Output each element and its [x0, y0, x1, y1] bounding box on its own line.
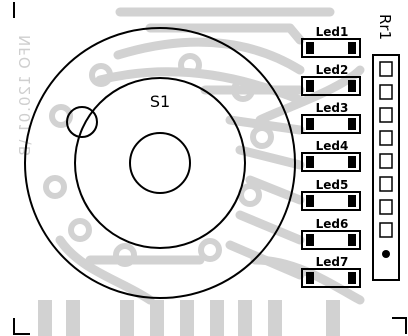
led-footprint: Led1 [301, 25, 361, 58]
led-footprint: Led4 [301, 139, 361, 172]
led-footprint: Led3 [301, 101, 361, 134]
rotary-switch [24, 27, 296, 299]
led-label: Led1 [316, 25, 349, 39]
led-footprint: Led6 [301, 217, 361, 250]
led-footprint: Led7 [301, 255, 361, 288]
resistor-network [372, 54, 400, 281]
led-label: Led6 [316, 217, 349, 231]
led-label: Led7 [316, 255, 349, 269]
led-label: Led3 [316, 101, 349, 115]
switch-middle-ring [74, 77, 246, 249]
pin1-marker [382, 250, 390, 258]
switch-outer-ring [24, 27, 296, 299]
background-pads [43, 53, 274, 267]
led-label: Led2 [316, 63, 349, 77]
led-column: Led1 Led2 Led3 Led4 Led5 Led6 [301, 25, 361, 288]
board-reference-text: NFO 120.01 \B [16, 35, 34, 157]
switch-label: S1 [150, 92, 170, 111]
led-footprint: Led5 [301, 178, 361, 211]
connector-fingers [38, 300, 340, 336]
switch-locating-pin [66, 106, 98, 138]
led-label: Led4 [316, 139, 349, 153]
switch-center-shaft [129, 132, 191, 194]
resistor-network-body [372, 54, 400, 281]
led-label: Led5 [316, 178, 349, 192]
corner-marks [13, 2, 407, 335]
resistor-network-label: Rr1 [376, 14, 394, 40]
led-footprint: Led2 [301, 63, 361, 96]
